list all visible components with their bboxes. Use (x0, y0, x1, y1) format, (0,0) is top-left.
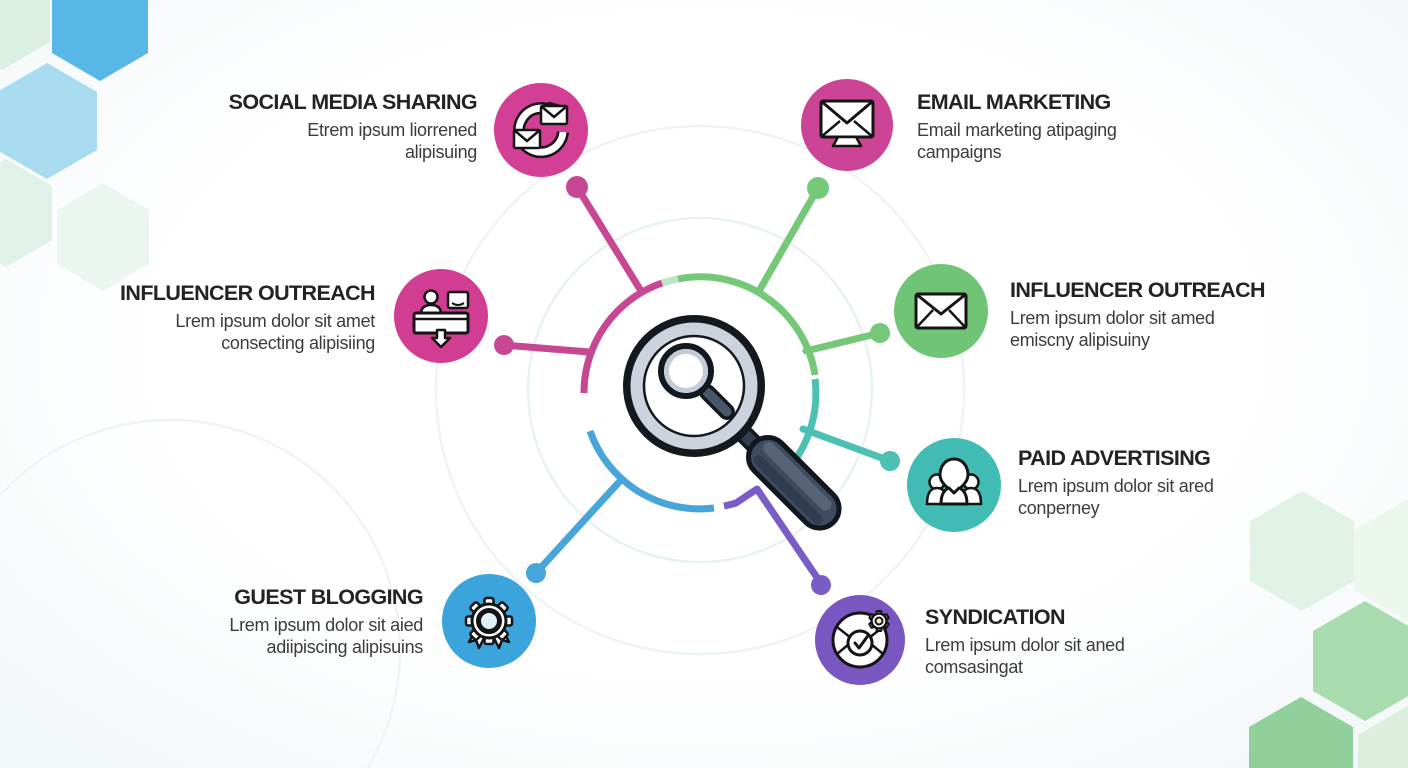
node-title: PAID ADVERTISING (1018, 446, 1211, 470)
hexagon (1354, 500, 1408, 620)
connector-paid (799, 425, 894, 465)
desc-line: conperney (1018, 498, 1100, 518)
people-group-icon (925, 457, 983, 506)
hexagon (0, 0, 50, 70)
connector-influencer-left (500, 341, 593, 356)
desc-line: Lrem ipsum dolor sit amed (1010, 308, 1215, 328)
node-paid-advertising-text: PAID ADVERTISING Lrem ipsum dolor sit ar… (1018, 446, 1348, 519)
hexagon (1250, 491, 1354, 611)
connector-email (755, 184, 822, 295)
connector-social (573, 183, 645, 295)
envelope-check-gear-icon (831, 610, 890, 669)
hexagon-cluster-bottom-right (1249, 491, 1408, 768)
dot-email (807, 177, 829, 199)
ring-segment-pink (580, 279, 664, 394)
hexagon (0, 63, 97, 179)
node-circle-influencer-outreach-left (394, 269, 488, 363)
node-syndication-text: SYNDICATION Lrem ipsum dolor sit aned co… (925, 605, 1255, 678)
desc-line: alipisuing (404, 142, 477, 162)
node-title: INFLUENCER OUTREACH (120, 281, 376, 305)
node-circles (394, 79, 1001, 685)
node-title: INFLUENCER OUTREACH (1010, 278, 1266, 302)
desc-line: adiipiscing alipisuins (266, 637, 424, 657)
ring-segment-blue (586, 429, 715, 513)
node-circle-email-marketing (801, 79, 893, 171)
magnifier-rim-inner (642, 334, 746, 438)
node-description: Lrem ipsum dolor sit amed emiscny alipis… (1010, 307, 1340, 351)
desc-line: Email marketing atipaging (917, 120, 1117, 140)
background-watermark-circles (0, 124, 966, 768)
desc-line: campaigns (917, 142, 1002, 162)
hexagon-cluster-top-left (0, 0, 149, 291)
node-influencer-outreach-left-text: INFLUENCER OUTREACH Lrem ipsum dolor sit… (55, 281, 376, 354)
magnifying-glass-icon (623, 315, 842, 531)
node-circle-guest-blogging (442, 574, 536, 668)
node-circle-influencer-outreach-right (894, 264, 988, 358)
connector-dots (494, 176, 900, 595)
magnifier-handle (745, 434, 842, 531)
dot-influencer-left (494, 335, 514, 355)
dot-guest (526, 563, 546, 583)
connector-lines (500, 183, 894, 577)
connector-guest (532, 477, 624, 577)
magnifier-rim-silver (630, 322, 758, 450)
node-circle-syndication (815, 595, 905, 685)
hexagon (1358, 706, 1408, 768)
desc-line: consecting alipisiing (221, 333, 375, 353)
node-description: Lrem ipsum dolor sit ared conperney (1018, 475, 1348, 519)
node-description: Lrem ipsum dolor sit aned comsasingat (925, 634, 1255, 678)
person-desk-download-icon (412, 289, 470, 349)
node-circle-paid-advertising (907, 438, 1001, 532)
hexagon (52, 0, 148, 81)
dot-syndication (811, 575, 831, 595)
hexagon (1249, 697, 1353, 768)
node-description: Lrem ipsum dolor sit aied adiipiscing al… (103, 614, 423, 658)
ring-segment-purple (723, 485, 821, 581)
desc-line: Etrem ipsum liorrened (307, 120, 477, 140)
ring-segment-mint (660, 275, 679, 287)
hexagon (57, 183, 149, 291)
desc-line: Lrem ipsum dolor sit amet (175, 311, 375, 331)
monitor-envelope-icon (819, 99, 875, 148)
desc-line: Lrem ipsum dolor sit aned (925, 635, 1125, 655)
node-description: Lrem ipsum dolor sit amet consecting ali… (55, 310, 375, 354)
desc-line: comsasingat (925, 657, 1023, 677)
node-description: Etrem ipsum liorrened alipisuing (157, 119, 477, 163)
node-influencer-outreach-right-text: INFLUENCER OUTREACH Lrem ipsum dolor sit… (1010, 278, 1340, 351)
node-email-marketing-text: EMAIL MARKETING Email marketing atipagin… (917, 90, 1247, 163)
hexagon (1313, 601, 1408, 721)
node-guest-blogging-text: GUEST BLOGGING Lrem ipsum dolor sit aied… (103, 585, 423, 658)
node-title: EMAIL MARKETING (917, 90, 1111, 114)
node-title: GUEST BLOGGING (234, 585, 423, 609)
node-title: SYNDICATION (925, 605, 1066, 629)
dot-social (566, 176, 588, 198)
desc-line: emiscny alipisuiny (1010, 330, 1150, 350)
envelope-icon (914, 292, 968, 330)
sync-envelopes-icon (512, 101, 569, 159)
desc-line: Lrem ipsum dolor sit aied (229, 615, 423, 635)
dot-influencer-right (870, 323, 890, 343)
desc-line: Lrem ipsum dolor sit ared (1018, 476, 1214, 496)
node-social-media-sharing-text: SOCIAL MEDIA SHARING Etrem ipsum liorren… (157, 90, 478, 163)
hexagon (0, 159, 52, 267)
connector-influencer-right (802, 329, 884, 355)
dot-paid (880, 451, 900, 471)
node-description: Email marketing atipaging campaigns (917, 119, 1247, 163)
gear-badge-icon (464, 596, 514, 650)
node-title: SOCIAL MEDIA SHARING (228, 90, 478, 114)
node-circle-social-media-sharing (494, 83, 588, 177)
inner-magnifier (658, 343, 735, 420)
